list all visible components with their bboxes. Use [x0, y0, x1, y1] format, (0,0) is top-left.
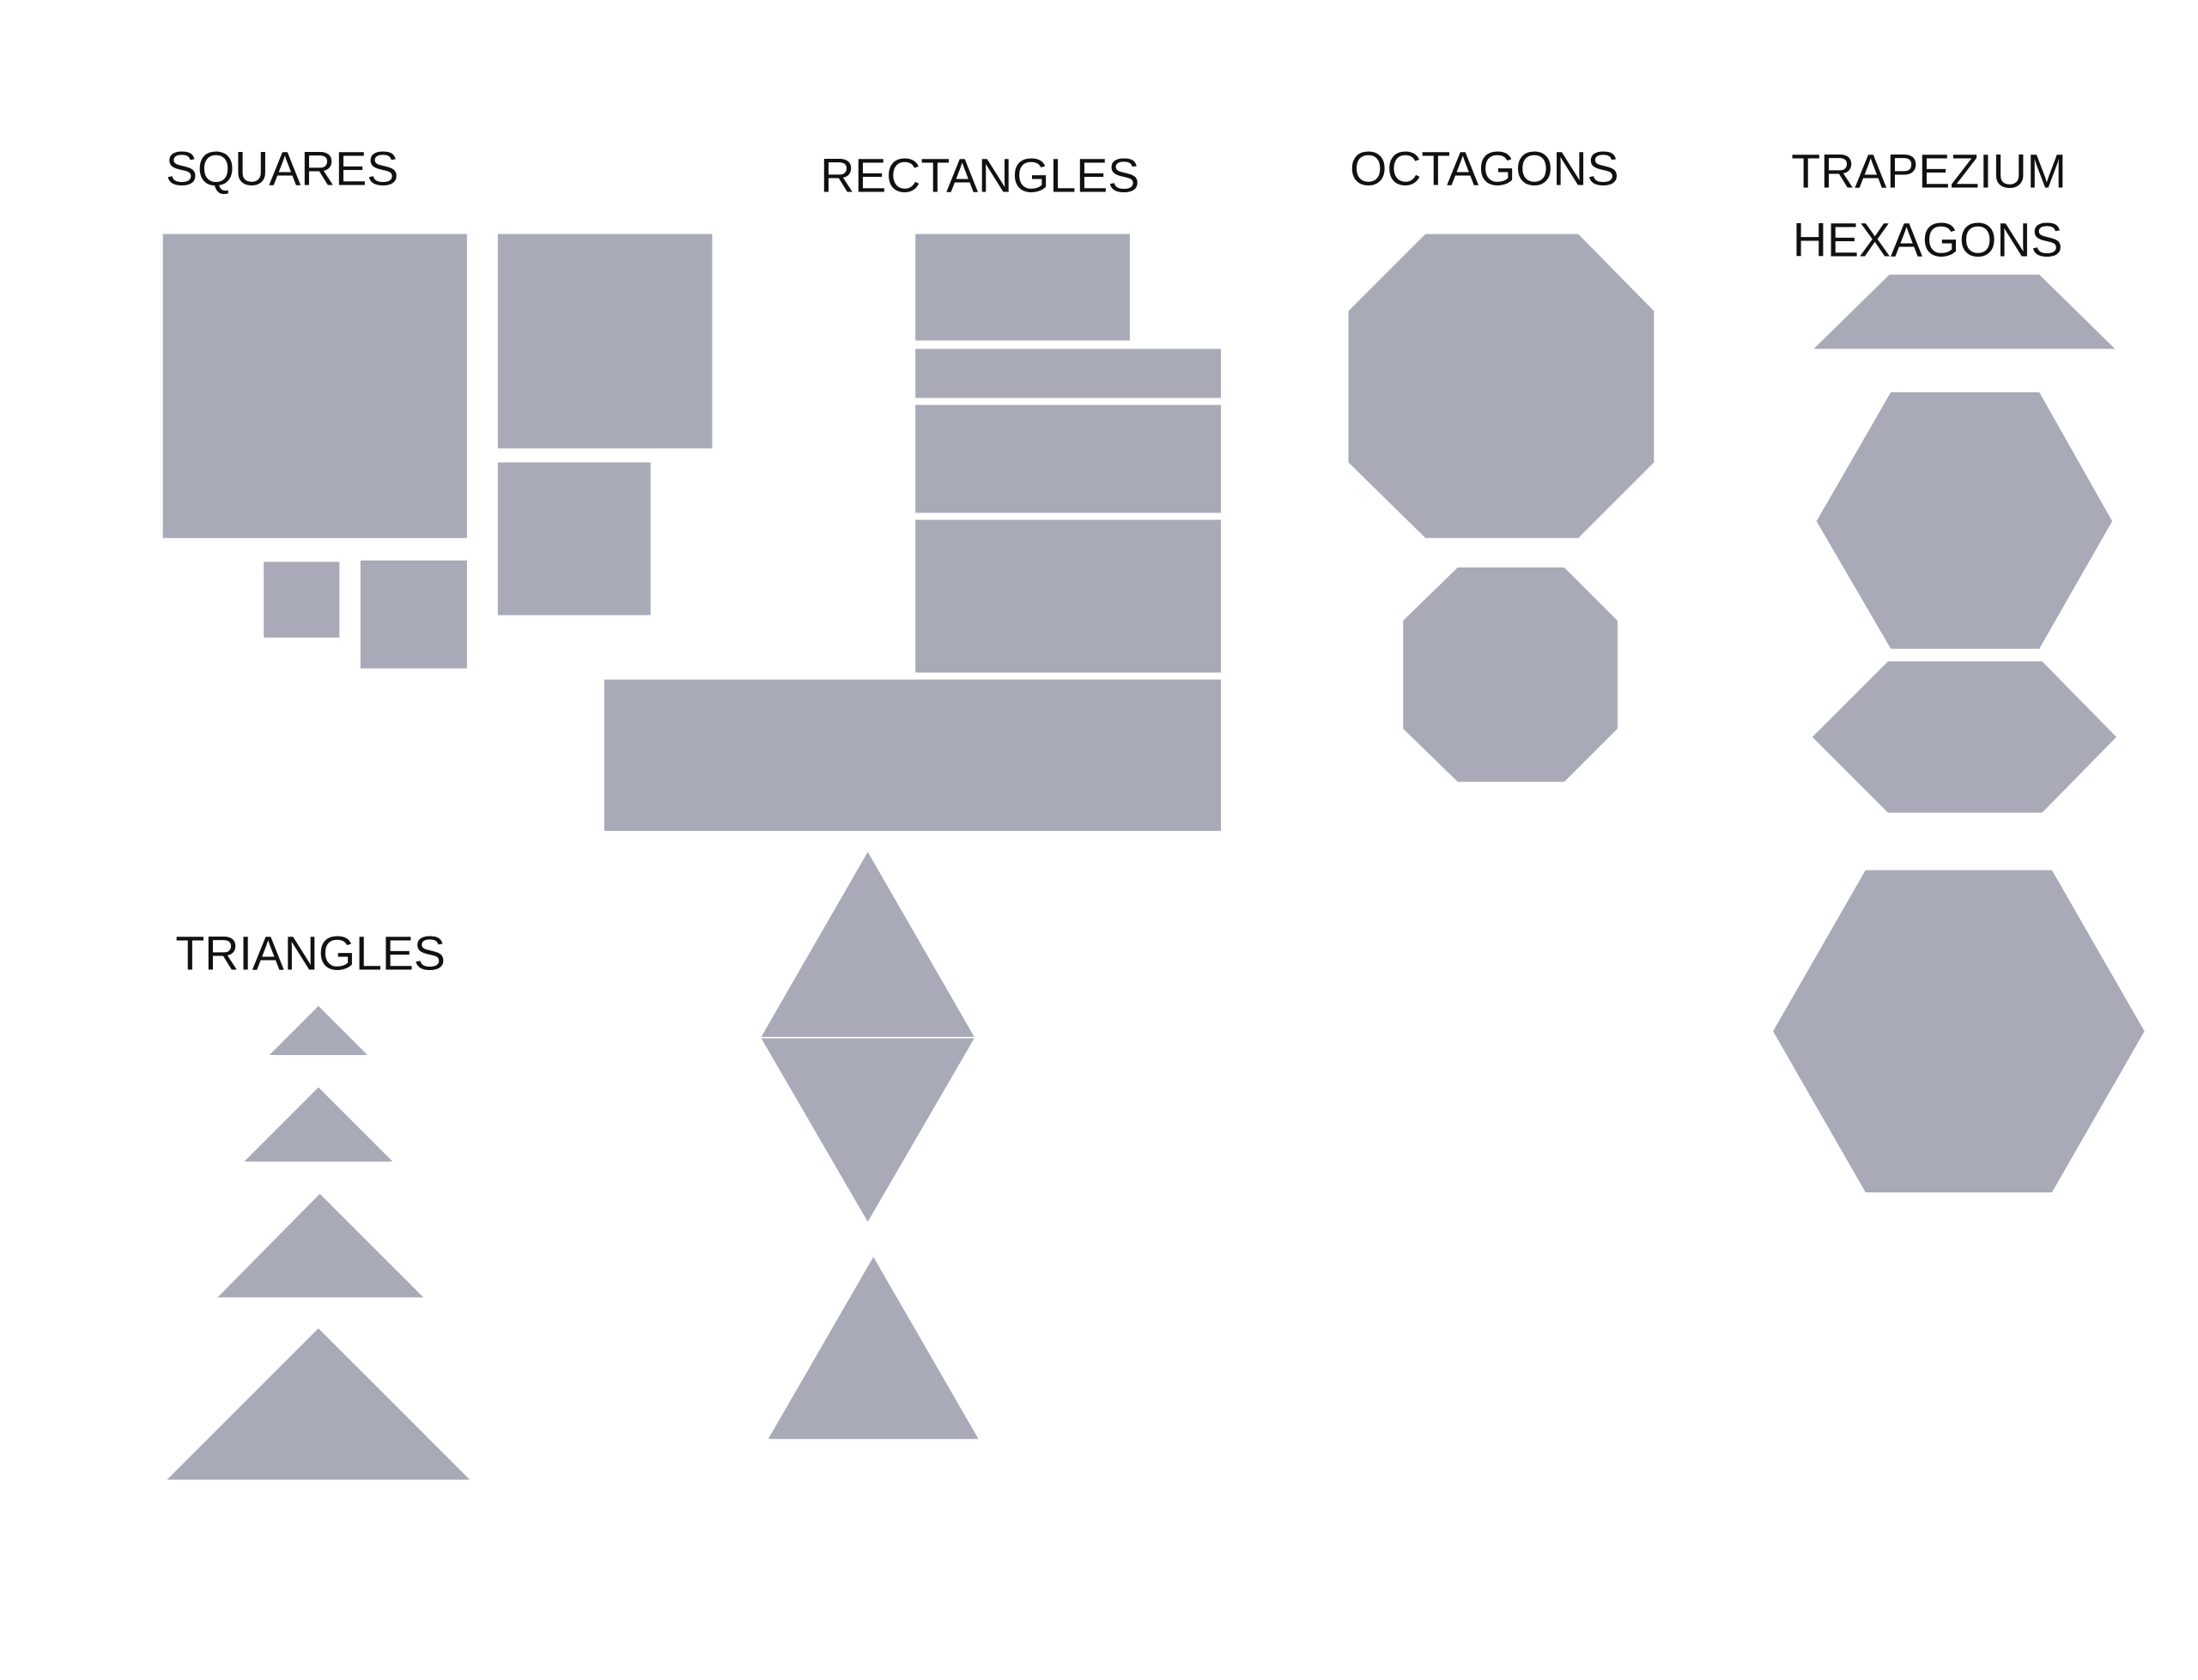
square-medium-small: [497, 462, 651, 616]
triangle-4: [167, 1328, 471, 1480]
rectangle-2: [915, 349, 1222, 398]
hexagon-2-flat: [1812, 661, 2116, 813]
label-octagons: OCTAGONS: [1350, 142, 1618, 195]
rectangle-5: [604, 679, 1222, 831]
label-triangles: TRIANGLES: [175, 926, 445, 979]
label-hexagons: HEXAGONS: [1793, 214, 2062, 267]
octagon-large: [1348, 234, 1655, 538]
square-tiny: [264, 561, 340, 638]
triangle-2: [244, 1087, 393, 1162]
square-large: [162, 234, 467, 538]
triangle-1: [269, 1005, 367, 1056]
rectangle-3: [915, 404, 1222, 513]
rectangle-1: [915, 234, 1130, 341]
label-trapezium: TRAPEZIUM: [1791, 145, 2067, 198]
rectangle-4: [915, 519, 1222, 673]
triangle-equilateral: [768, 1257, 979, 1440]
label-rectangles: RECTANGLES: [820, 149, 1139, 203]
triangle-3: [217, 1193, 424, 1298]
triangle-up-pair: [761, 852, 975, 1037]
hexagon-large: [1773, 870, 2145, 1192]
square-medium: [497, 234, 713, 449]
label-squares: SQUARES: [166, 142, 398, 195]
trapezium: [1813, 274, 2116, 349]
hexagon-1: [1816, 392, 2113, 649]
square-small: [360, 560, 467, 669]
octagon-small: [1403, 567, 1618, 782]
triangle-down-pair: [761, 1038, 975, 1222]
